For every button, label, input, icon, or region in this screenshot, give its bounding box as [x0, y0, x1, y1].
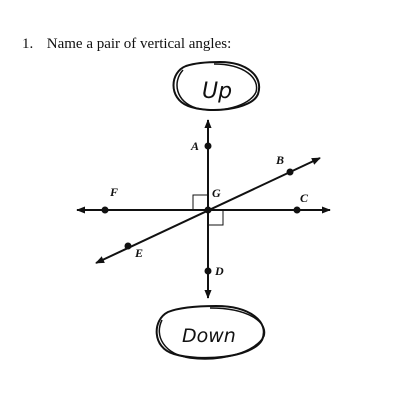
point-b	[286, 168, 294, 176]
point-f	[101, 206, 109, 214]
question-text: Name a pair of vertical angles:	[46, 36, 232, 52]
point-g	[204, 206, 212, 214]
right-angle-mark-lower-right	[208, 210, 224, 226]
point-e	[124, 242, 132, 250]
bottom-scribble-oval-inner	[158, 307, 266, 360]
top-scribble-oval	[172, 60, 261, 111]
question-prompt: 1. Name a pair of vertical angles:	[22, 36, 231, 53]
label-a: A	[190, 139, 199, 153]
handwriting-down: Down	[182, 325, 236, 347]
point-a	[204, 142, 212, 150]
label-e: E	[134, 246, 143, 260]
label-f: F	[109, 185, 118, 199]
question-number: 1.	[22, 36, 34, 52]
label-g: G	[212, 186, 221, 200]
label-d: D	[214, 264, 224, 278]
handwriting-up: Up	[202, 79, 232, 104]
top-scribble-oval-inner	[176, 63, 258, 111]
right-angle-mark-upper-left	[192, 194, 208, 210]
label-b: B	[275, 153, 284, 167]
point-c	[293, 206, 301, 214]
point-d	[204, 267, 212, 275]
label-c: C	[300, 191, 309, 205]
